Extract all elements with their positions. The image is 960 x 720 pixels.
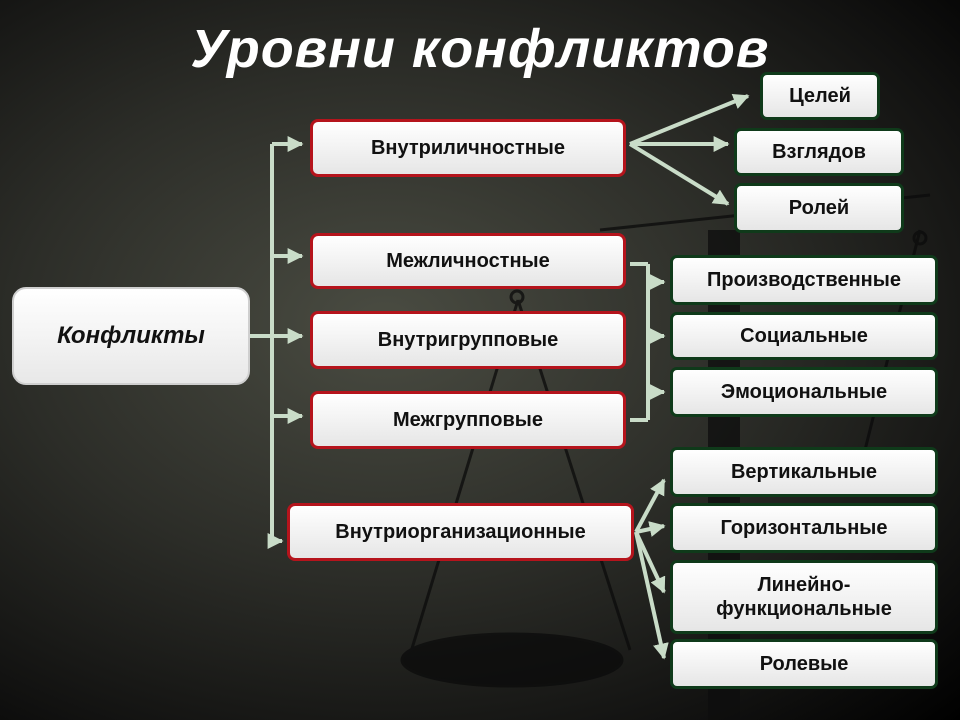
type-views: Взглядов — [734, 128, 904, 176]
level-intrapersonal: Внутриличностные — [310, 119, 626, 177]
level-intraorganizational: Внутриорганизационные — [287, 503, 634, 561]
level-interpersonal: Межличностные — [310, 233, 626, 289]
type-role: Ролевые — [670, 639, 938, 689]
type-vertical: Вертикальные — [670, 447, 938, 497]
type-horizontal: Горизонтальные — [670, 503, 938, 553]
root-node-conflicts: Конфликты — [12, 287, 250, 385]
type-emotional: Эмоциональные — [670, 367, 938, 417]
type-roles: Ролей — [734, 183, 904, 233]
type-production: Производственные — [670, 255, 938, 305]
type-goals: Целей — [760, 72, 880, 120]
page-title: Уровни конфликтов — [190, 19, 770, 79]
level-intragroup: Внутригрупповые — [310, 311, 626, 369]
type-linear-functional: Линейно-функциональные — [670, 560, 938, 634]
level-intergroup: Межгрупповые — [310, 391, 626, 449]
type-social: Социальные — [670, 312, 938, 360]
